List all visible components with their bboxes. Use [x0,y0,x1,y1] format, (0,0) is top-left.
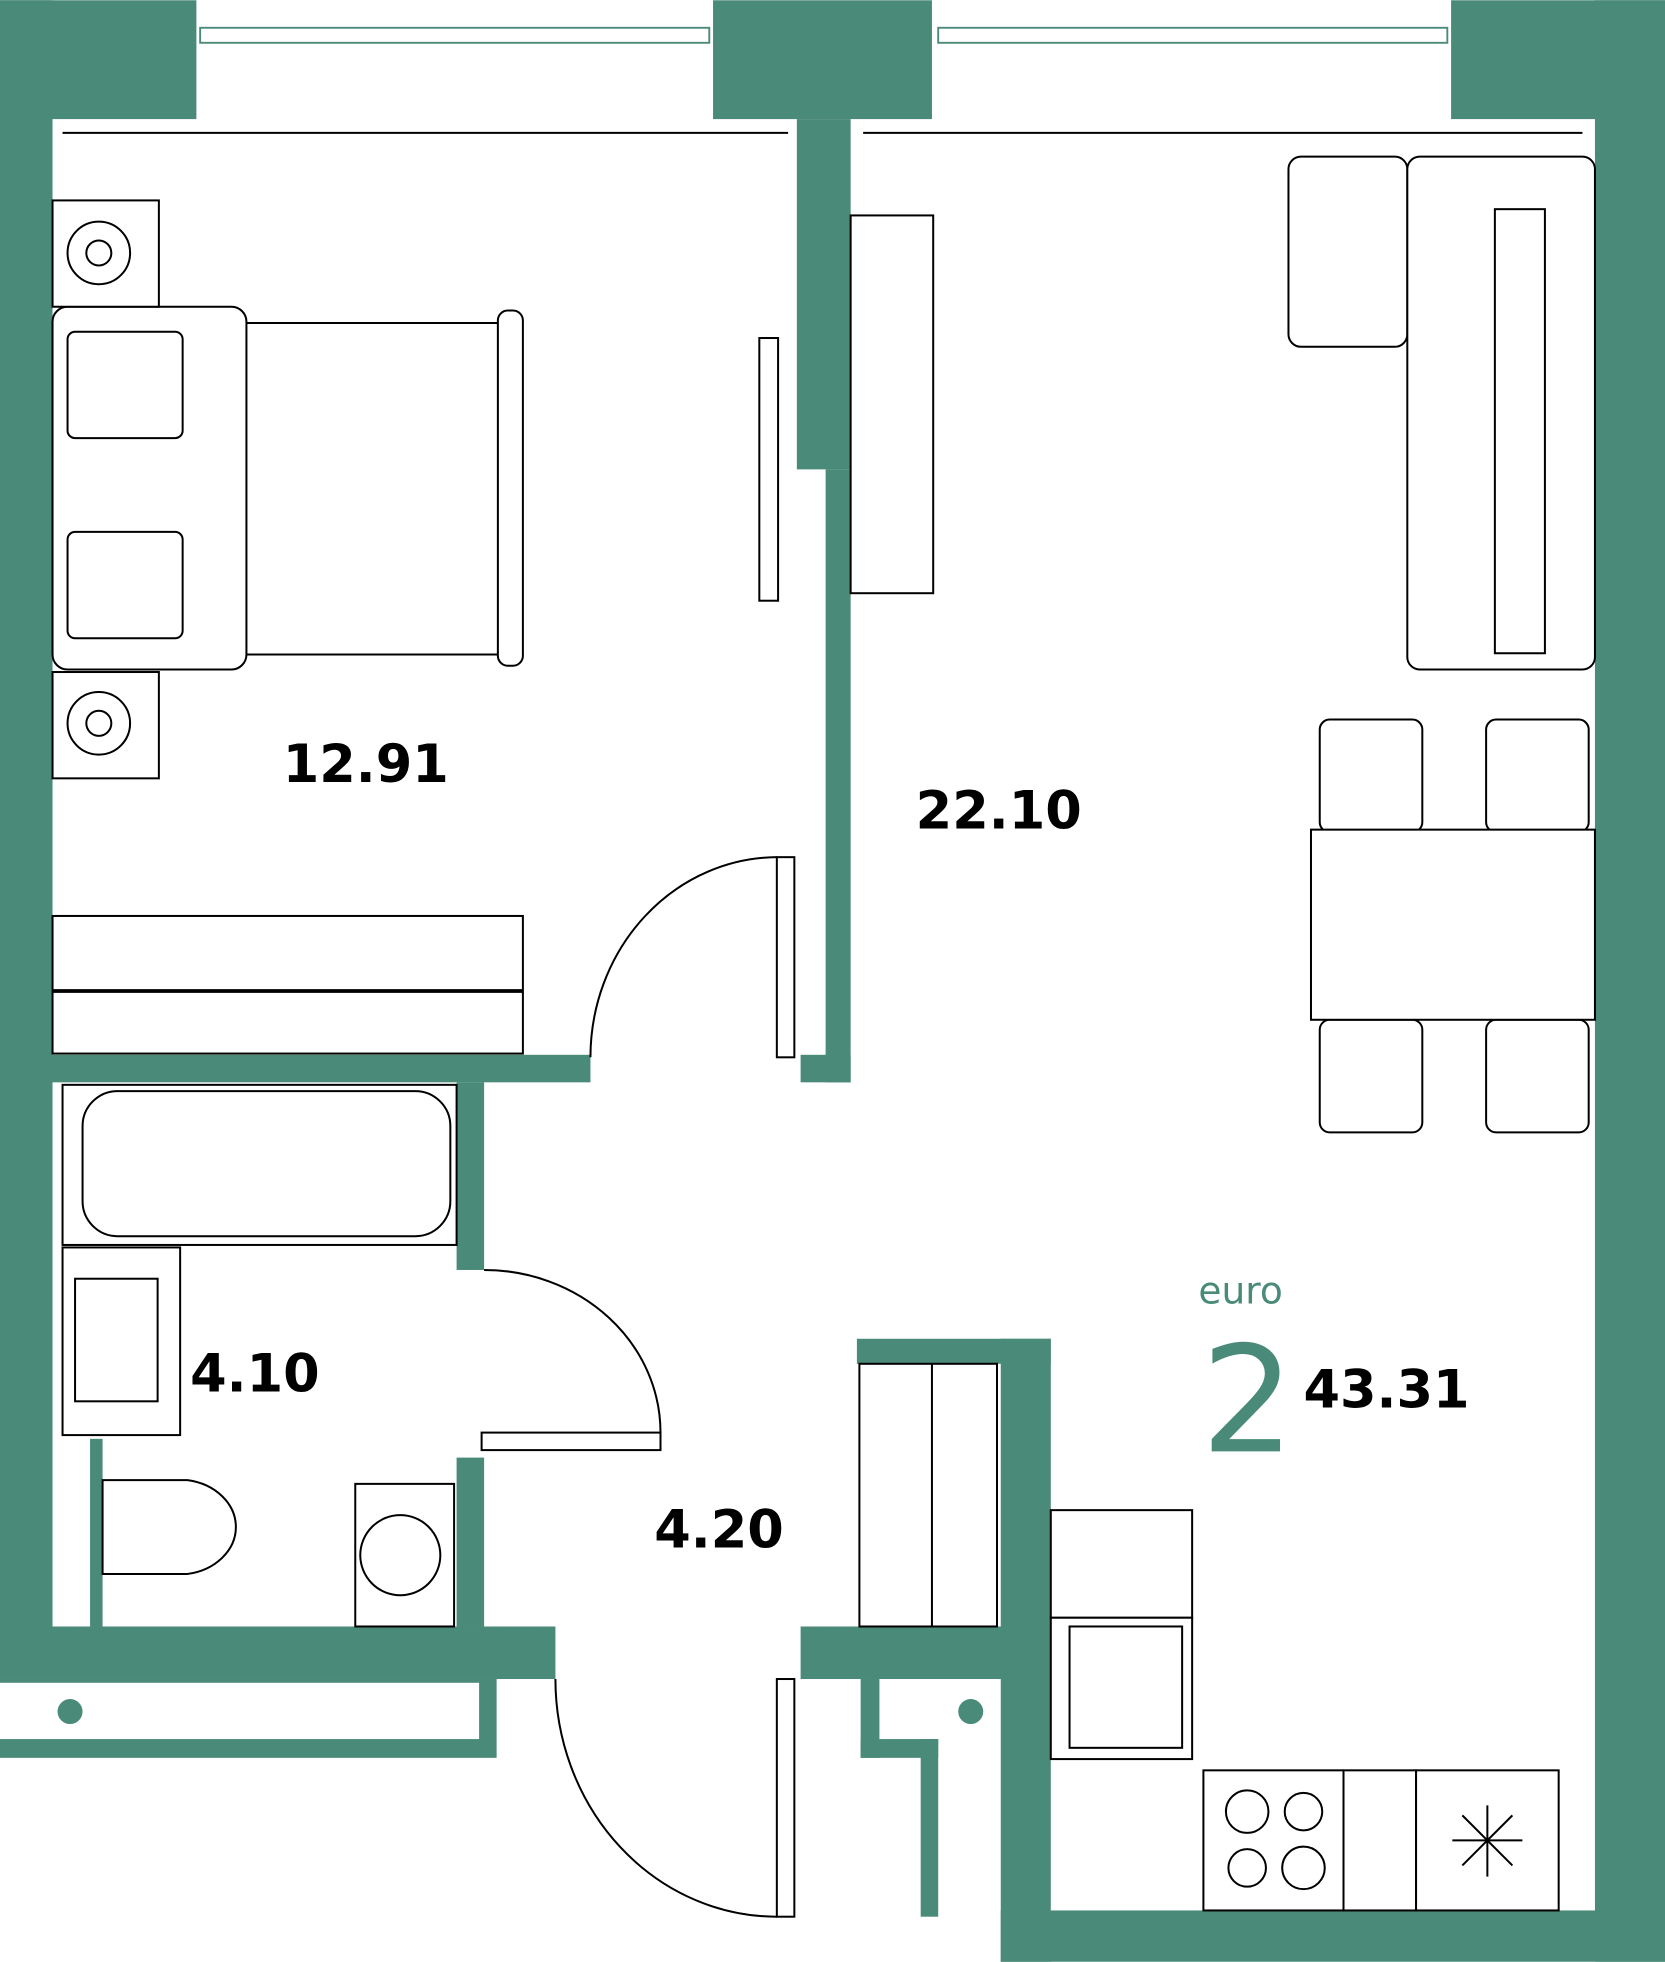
living-tv [849,214,935,595]
bed [51,305,524,671]
kitchen-units [1049,1509,1560,1912]
hallway-area: 4.20 [654,1500,784,1561]
bedroom-tv [758,337,780,602]
nightstands [51,199,160,780]
doors [480,856,796,1918]
wardrobe [51,914,524,1055]
bathtub [61,1083,458,1246]
washing-machine [354,1482,456,1628]
bedroom-area: 12.91 [283,734,449,795]
sofa [1287,155,1596,671]
apartment-type-label: euro [1198,1269,1282,1313]
dining-table [1309,718,1596,1134]
windows [62,26,1583,134]
total-area: 43.31 [1303,1360,1469,1421]
living-area: 22.10 [916,780,1082,841]
sink [61,1246,182,1437]
rooms-count: 2 [1201,1314,1295,1486]
hall-wardrobe [858,1362,998,1628]
toilet [101,1479,237,1575]
bathroom-area: 4.10 [190,1343,320,1404]
snowflake-icon [1452,1805,1523,1877]
